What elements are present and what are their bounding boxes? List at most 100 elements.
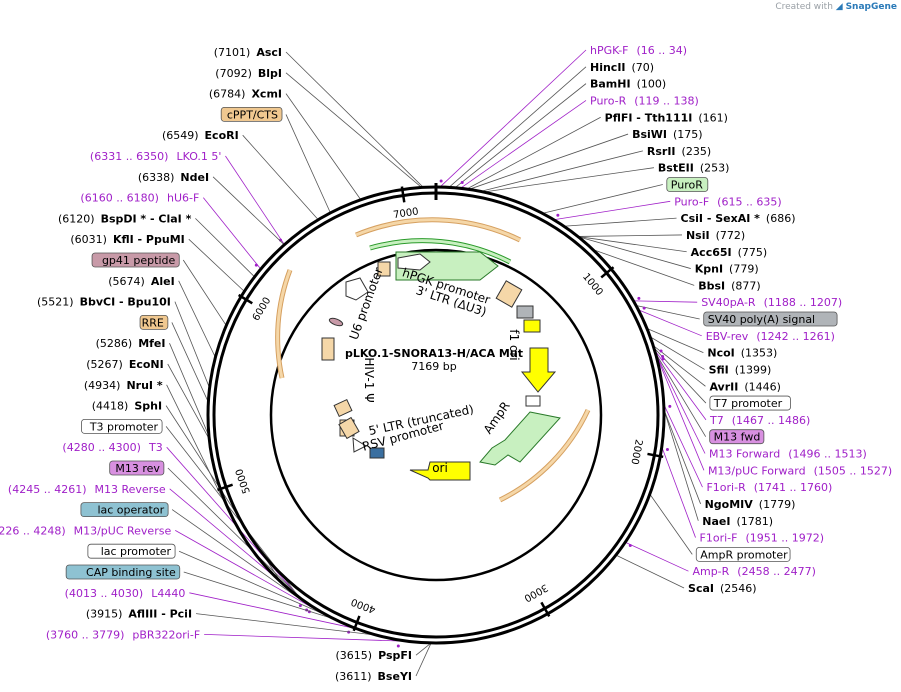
map-label-alei: (5674)AleI [108,275,174,288]
primer-marker [665,447,669,451]
leader-line [639,310,702,337]
map-label-afliii-pcii: (3915)AflIII - PciI [86,608,192,621]
feature-box-label: SV40 poly(A) signal [708,313,815,326]
site-name: KpnI [695,263,723,276]
blue-small-box [369,447,385,459]
primer-marker [254,263,258,267]
ori-arrow [409,461,471,481]
primer-name: LKO.1 5' [176,150,221,163]
site-name: NcoI [707,347,734,360]
map-label-m13-rev: M13 rev [109,460,165,476]
tick-mark [540,601,551,617]
primer-pos: (4245 .. 4261) [8,483,87,496]
site-pos: (4418) [92,400,129,413]
ltr-orange-box [495,280,523,308]
map-label-ngomiv: NgoMIV(1779) [705,498,796,511]
tick-mark [217,483,234,492]
leader-line [650,494,693,555]
site-name: AflIII - PciI [128,608,192,621]
site-label: (6120)BspDI * - ClaI * [58,212,192,225]
map-label-scai: ScaI(2546) [688,582,757,595]
map-label-nsii: NsiI(772) [686,229,745,242]
leader-line [183,571,329,618]
feature-box [81,418,163,434]
map-label-sv40-poly-a-signal: SV40 poly(A) signal [703,311,838,327]
leader-line [196,613,371,635]
map-label-bspdi-clai: (6120)BspDI * - ClaI * [58,212,192,225]
site-label: (5674)AleI [108,275,174,288]
feature-box [139,314,169,330]
primer-pos: (4226 .. 4248) [0,524,66,537]
map-label-m13-puc-reverse: (4226 .. 4248)M13/pUC Reverse [0,524,171,537]
map-label-kpni: KpnI(779) [695,263,759,276]
leader-line [449,66,587,187]
primer-name: L4440 [151,587,185,600]
map-label-gp41-peptide: gp41 peptide [91,252,180,268]
primer-name: M13 Reverse [94,483,165,496]
leader-line [486,167,654,193]
primer-pos: (1951 .. 1972) [745,532,824,545]
feature-box-label: lac promoter [101,545,172,558]
map-label-f1ori-f: F1ori-F(1951 .. 1972) [700,532,825,545]
site-label: BbsI(877) [698,279,761,292]
site-label: (3915)AflIII - PciI [86,608,192,621]
primer-label: Amp-R(2458 .. 2477) [692,565,815,578]
sv40-gray-box [516,305,534,319]
leader-line [482,150,644,192]
leader-line [625,542,689,572]
primer-name: Puro-F [674,195,709,208]
site-name: SphI [134,400,162,413]
snapgene-logo-icon: ◢ [835,2,843,12]
feature-box-label: AmpR promoter [700,548,788,561]
site-pos: (6338) [138,171,175,184]
map-label-pbr322ori-f: (3760 .. 3779)pBR322ori-F [46,628,200,641]
leader-line [174,301,210,387]
primer-label: T7(1467 .. 1486) [709,414,810,427]
site-pos: (175) [673,128,703,141]
primer-name: pBR322ori-F [132,628,200,641]
site-label: (6784)XcmI [209,88,282,101]
primer-name: T3 [148,441,163,454]
primer-label: (6160 .. 6180)hU6-F [80,192,199,205]
site-label: HincII(70) [590,61,654,74]
site-name: AscI [256,46,282,59]
leader-line [178,550,321,613]
map-label-rsrii: RsrII(235) [647,145,711,158]
map-label-kfli-ppumi: (6031)KflI - PpuMI [70,233,184,246]
primer-name: M13 Forward [709,448,780,461]
site-name: KflI - PpuMI [113,233,185,246]
site-name: PspFI [378,649,412,662]
site-pos: (1399) [735,363,772,376]
f1-ori-arrow [520,347,557,393]
site-label: (4934)NruI * [84,379,163,392]
site-name: BseYI [378,670,412,683]
site-pos: (6120) [58,212,95,225]
leader-line [656,355,707,437]
tick-mark [647,452,664,459]
site-label: NcoI(1353) [707,347,777,360]
primer-pos: (2458 .. 2477) [737,565,816,578]
site-pos: (253) [700,162,730,175]
site-label: (6549)EcoRI [162,129,239,142]
site-pos: (161) [698,111,728,124]
primer-pos: (1242 .. 1261) [756,330,835,343]
amp-arc-fill [499,409,590,502]
site-label: (5521)BbvCI - Bpu10I [37,296,171,309]
site-name: NsiI [686,229,710,242]
site-name: NruI * [126,379,162,392]
feature-box [91,252,180,268]
primer-marker [556,213,560,217]
feature-label-hiv-psi: HIV-1 Ψ [362,357,376,402]
map-label-ncoi: NcoI(1353) [707,347,777,360]
map-label-bsiwi: BsiWI(175) [632,128,703,141]
site-name: RsrII [647,145,676,158]
plasmid-title-group: pLKO.1-SNORA13-H/ACA Mut 7169 bp [345,347,523,373]
map-label-ebv-rev: EBV-rev(1242 .. 1261) [706,330,835,343]
u6-white-arrow [345,277,369,301]
primer-label: (3760 .. 3779)pBR322ori-F [46,628,200,641]
map-label-xcmi: (6784)XcmI [209,88,282,101]
primer-name: hPGK-F [590,44,628,57]
leader-line [171,322,208,401]
tick-marks [217,183,664,632]
site-label: RsrII(235) [647,145,711,158]
